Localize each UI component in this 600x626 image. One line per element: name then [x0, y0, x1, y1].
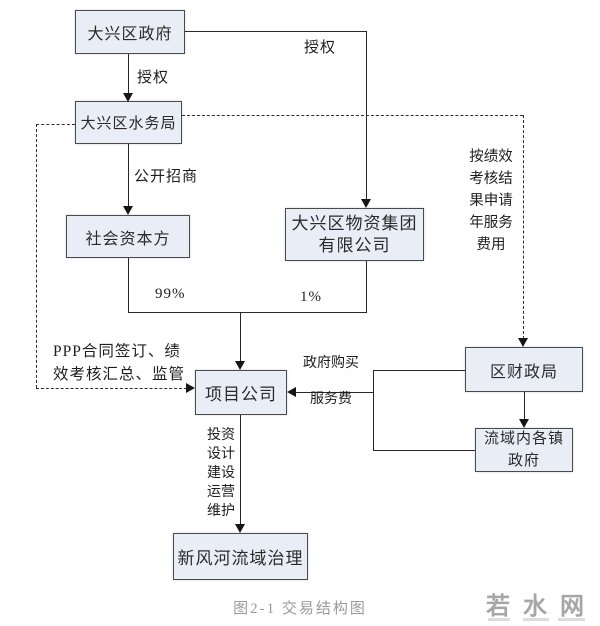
- label-share-99: 99%: [155, 286, 186, 302]
- node-label: 大兴区水务局: [80, 116, 177, 132]
- node-district-finance-bureau: 区财政局: [465, 347, 583, 392]
- edge-materials-down: [366, 261, 367, 312]
- edge-water-to-social: [128, 144, 129, 207]
- edge-right-connector-vertical: [373, 370, 374, 451]
- node-label-line2: 政府: [507, 453, 540, 469]
- edge-gov-to-water: [128, 54, 129, 94]
- edge-gov-right-horizontal: [185, 31, 367, 32]
- label-ppp-line1: PPP合同签订、绩: [53, 343, 181, 360]
- dashed-to-project-left: [36, 388, 187, 389]
- arrowhead-project-to-river: [235, 524, 245, 533]
- node-label-line1: 流域内各镇: [483, 431, 564, 447]
- node-town-governments: 流域内各镇 政府: [475, 428, 573, 472]
- figure-caption: 图2-1 交易结构图: [233, 601, 367, 617]
- arrowhead-to-project-top: [235, 361, 245, 370]
- node-label: 新风河流域治理: [177, 549, 304, 568]
- node-label: 区财政局: [489, 363, 558, 381]
- label-authorize-vertical: 授权: [137, 70, 170, 86]
- node-social-capital-party: 社会资本方: [66, 215, 190, 258]
- watermark-ruoshui: 若水网: [486, 593, 597, 620]
- node-daxing-water-bureau: 大兴区水务局: [75, 101, 182, 144]
- node-xinfeng-river-basin-treatment: 新风河流域治理: [173, 533, 308, 580]
- edge-shareholding-horizontal: [128, 312, 367, 313]
- arrowhead-dashed-to-finance: [518, 338, 528, 347]
- arrowhead-water-to-social: [123, 206, 133, 215]
- label-authorize-horizontal: 授权: [304, 40, 337, 56]
- edge-finance-left-horizontal: [373, 370, 465, 371]
- label-public-bidding: 公开招商: [134, 169, 199, 185]
- arrowhead-dashed-to-project: [186, 383, 195, 393]
- label-performance-fee: 按绩效 考核结 果申请 年服务 费用: [469, 149, 513, 253]
- arrowhead-finance-to-towns: [519, 419, 529, 428]
- watermark-subtext: [523, 618, 549, 621]
- dashed-left-vertical: [36, 124, 37, 388]
- dashed-water-right: [182, 115, 523, 116]
- edge-project-to-river: [240, 415, 241, 525]
- label-ppp-line2: 效考核汇总、监管: [53, 366, 186, 383]
- edge-shareholders-to-project: [240, 312, 241, 362]
- label-gov-purchase: 政府购买 服务费: [303, 356, 359, 407]
- edge-purchase-to-project: [295, 392, 373, 393]
- dashed-water-left: [36, 124, 75, 125]
- label-share-1: 1%: [300, 289, 322, 305]
- edge-social-down: [128, 258, 129, 312]
- node-project-company: 项目公司: [195, 370, 287, 415]
- node-label: 社会资本方: [85, 230, 171, 248]
- node-label: 项目公司: [205, 385, 277, 404]
- edge-finance-to-towns: [524, 392, 525, 420]
- arrowhead-gov-to-water: [123, 93, 133, 102]
- label-project-duties: 投资 设计 建设 运营 维护: [207, 428, 235, 519]
- node-label: 大兴区政府: [87, 26, 173, 43]
- edge-towns-left-horizontal: [373, 450, 475, 451]
- dashed-right-vertical: [523, 115, 524, 339]
- watermark-subtext: [488, 618, 510, 621]
- node-daxing-materials-group: 大兴区物资集团 有限公司: [285, 208, 424, 261]
- node-daxing-district-government: 大兴区政府: [75, 10, 185, 54]
- node-label-line2: 有限公司: [318, 235, 391, 255]
- watermark-subtext: [558, 618, 585, 621]
- node-label-line1: 大兴区物资集团: [291, 213, 418, 233]
- arrowhead-purchase-to-project: [287, 387, 296, 397]
- arrowhead-gov-to-materials: [361, 199, 371, 208]
